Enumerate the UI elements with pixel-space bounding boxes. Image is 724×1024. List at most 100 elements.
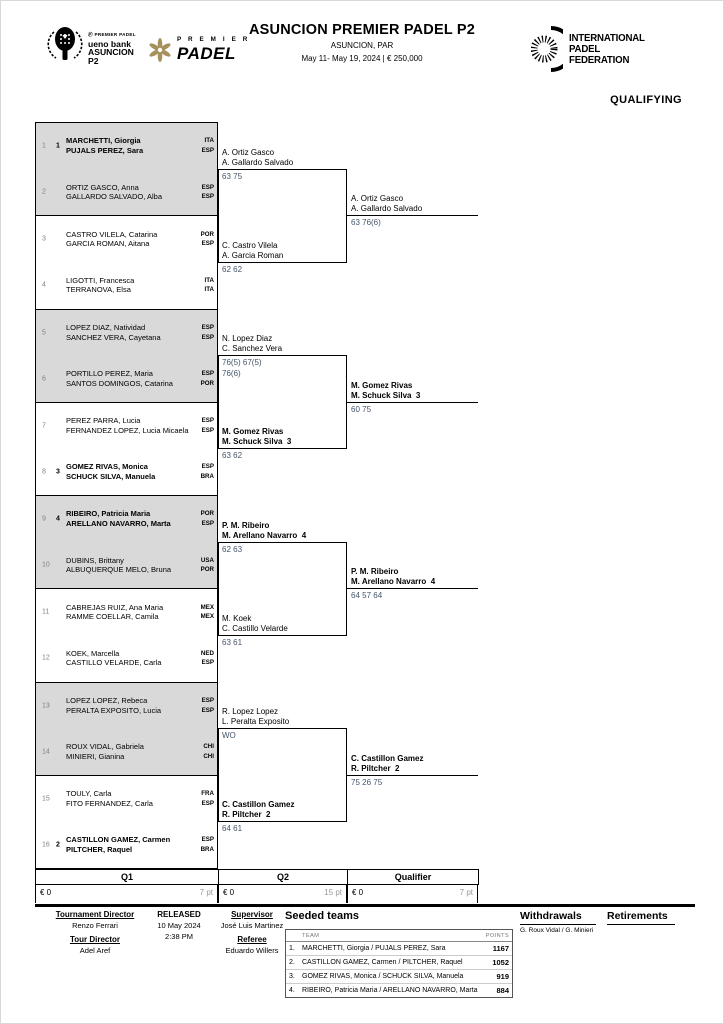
q2-match-score: 63 76(6) <box>351 217 381 228</box>
withdrawals-title: Withdrawals <box>520 910 596 925</box>
score-line: 63 62 <box>222 451 243 461</box>
player-name: PUJALS PEREZ, Sara <box>66 146 144 156</box>
retirements-title: Retirements <box>607 910 675 925</box>
country-code: ESP <box>201 417 214 425</box>
seeded-team-points: 1052 <box>492 958 509 967</box>
draw-position-number: 5 <box>42 329 46 337</box>
qualifier-winner-line <box>347 401 478 403</box>
score-line: 63 61 <box>222 637 243 647</box>
player-name: PEREZ PARRA, Lucia <box>66 416 141 426</box>
q2-connector <box>218 541 347 636</box>
ueno-logo-bank-text: ueno bank <box>88 38 131 49</box>
qualifier-winner-line <box>347 215 478 217</box>
tournament-director-name: Renzo Ferrari <box>72 921 118 930</box>
country-code: MEX <box>200 613 214 621</box>
event-dates-prize: May 11- May 19, 2024 | € 250,000 <box>301 54 423 63</box>
premier-padel-flower-icon <box>149 38 171 62</box>
seeded-col-points: POINTS <box>485 932 509 939</box>
ueno-logo-premier-padel-text: Ⓟ PREMIER PADEL <box>88 32 136 37</box>
draw-position-number: 3 <box>42 235 46 243</box>
footer-divider <box>35 904 695 907</box>
winner-player-name: M. Gomez Rivas <box>222 427 284 437</box>
ipf-logo: INTERNATIONAL PADEL FEDERATION <box>531 26 651 72</box>
round-points: 7 pt <box>459 888 473 897</box>
q1-match-score: 63 61 <box>222 637 242 648</box>
draw-position-number: 1 <box>42 142 46 150</box>
player-name: DUBINS, Brittany <box>66 555 124 565</box>
winner-player-name: A. Gallardo Salvado <box>222 157 294 167</box>
score-line: 76(6) <box>222 369 241 379</box>
country-code: NED <box>200 649 214 657</box>
round-label-cell: Q1 <box>35 869 219 885</box>
player-name: ARELLANO NAVARRO, Marta <box>66 519 171 529</box>
round-label-cell: Qualifier <box>347 869 479 885</box>
round-prize-money: € 0 <box>223 888 235 897</box>
player-name: ORTIZ GASCO, Anna <box>66 182 139 192</box>
country-code: ESP <box>201 836 214 844</box>
player-name: CASTRO VILELA, Catarina <box>66 229 158 239</box>
seed-number: 3 <box>56 468 60 476</box>
qualifier-winner-line <box>347 774 478 776</box>
ipf-ball-icon <box>531 26 563 72</box>
seeded-team-name: CASTILLON GAMEZ, Carmen / PILTCHER, Raqu… <box>302 959 463 966</box>
draw-position-number: 12 <box>42 654 50 662</box>
draw-position-number: 11 <box>42 608 50 616</box>
premier-logo-top-text: P R E M I E R <box>177 36 250 43</box>
q2-match-score: 60 75 <box>351 404 371 415</box>
q1-match-score: 64 61 <box>222 823 242 834</box>
retirements-block: Retirements <box>607 910 675 927</box>
q1-match-score: WO <box>222 730 236 741</box>
winner-player-name: C. Sanchez Vera <box>222 344 283 354</box>
player-name: MINIERI, Gianina <box>66 751 125 761</box>
player-name: KOEK, Marcella <box>66 648 120 658</box>
winner-player-name: P. M. Ribeiro <box>222 520 270 530</box>
player-name: RAMME COELLAR, Camila <box>66 612 159 622</box>
draw-position-number: 10 <box>42 561 50 569</box>
winner-player-name: M. Schuck Silva 3 <box>222 437 292 447</box>
player-name: GALLARDO SALVADO, Alba <box>66 192 163 202</box>
player-name: SANCHEZ VERA, Cayetana <box>66 332 161 342</box>
winner-player-name: P. M. Ribeiro <box>351 567 399 577</box>
player-name: LIGOTTI, Francesca <box>66 275 135 285</box>
draw-position-number: 2 <box>42 188 46 196</box>
country-code: ESP <box>201 696 214 704</box>
player-name: ROUX VIDAL, Gabriela <box>66 742 144 752</box>
player-name: LOPEZ DIAZ, Natividad <box>66 322 146 332</box>
score-line: 60 75 <box>351 404 372 414</box>
event-title-block: ASUNCION PREMIER PADEL P2 ASUNCION, PAR … <box>212 22 512 63</box>
player-name: SANTOS DOMINGOS, Catarina <box>66 378 173 388</box>
seeded-team-row: 4.RIBEIRO, Patricia Maria / ARELLANO NAV… <box>286 983 512 997</box>
player-name: FERNANDEZ LOPEZ, Lucia Micaela <box>66 425 189 435</box>
country-code: CHI <box>203 743 214 751</box>
seeded-teams-title: Seeded teams <box>285 910 359 922</box>
